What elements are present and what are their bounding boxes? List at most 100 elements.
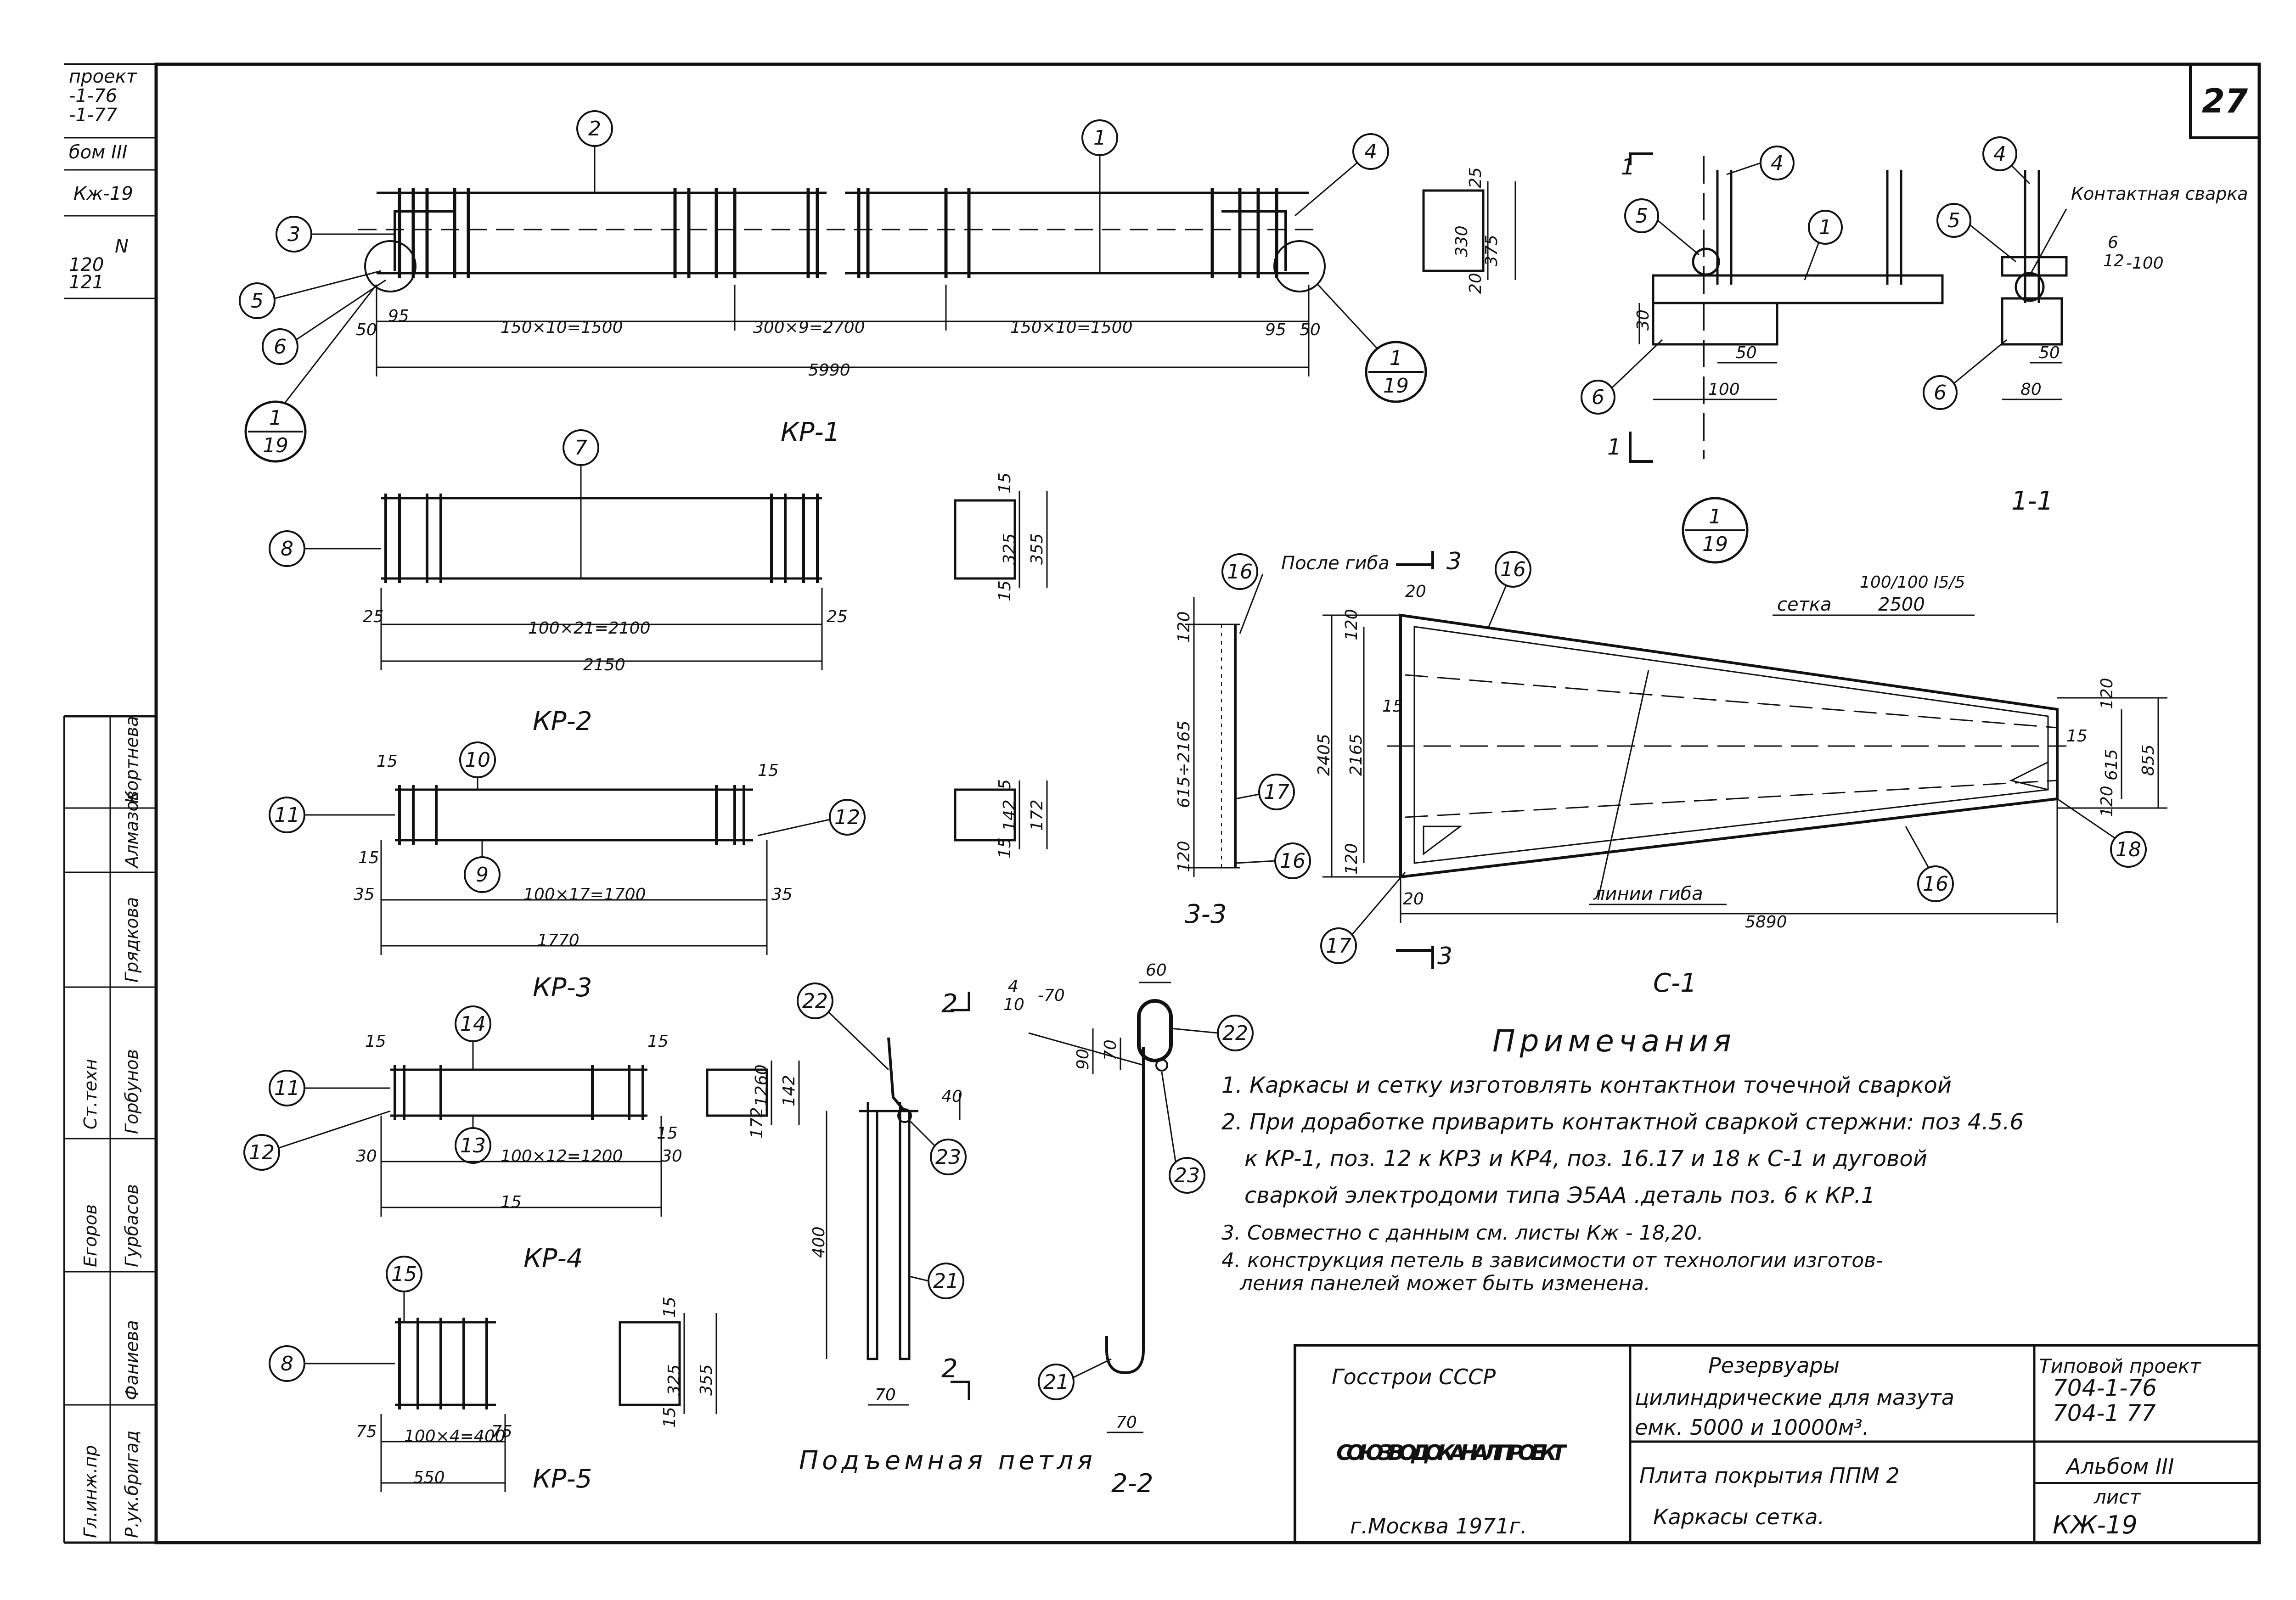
sig-name-3: Горбунов (122, 1049, 142, 1134)
kr1-dim-9: 375 (1482, 235, 1501, 266)
side-inv-1: N (115, 236, 129, 257)
side-sheet: Кж-19 (73, 183, 133, 204)
sig-role-3: Ст.техн (80, 1059, 101, 1129)
c1-dim-5: 120 (1342, 843, 1361, 875)
sig-name-2: Алмазов (122, 791, 142, 869)
loop-2-2-title: 2-2 (1111, 1469, 1153, 1499)
kr4-dim-0: 15 (365, 1032, 386, 1051)
c1-pos-6: 17 (1326, 934, 1351, 958)
kr5-dim-2: 75 (491, 1422, 512, 1441)
side-inv-3: 121 (69, 272, 104, 293)
notes-item-6: ления панелей может быть изменена. (1239, 1272, 1650, 1295)
kr3-dim-0: 15 (377, 752, 398, 771)
s11-dim-6: 12 (2103, 252, 2124, 270)
loop-2-2-positions: 22 23 21 (1038, 1015, 1254, 1400)
kr2-title: КР-2 (533, 707, 592, 736)
c1-pos-5: 16 (1923, 872, 1948, 896)
notes-item-0: 1. Каркасы и сетку изготовлять контактно… (1221, 1072, 1952, 1098)
kr5-title: КР-5 (533, 1464, 592, 1494)
kr2-dim-1: 100×21=2100 (528, 619, 650, 638)
kr1-dim-3: 300×9=2700 (753, 318, 865, 337)
c1-dim-6: 20 (1403, 890, 1424, 909)
kr5-positions: 15 8 (269, 1256, 422, 1382)
tb-drawing-line-1: Каркасы сетка. (1653, 1505, 1824, 1529)
c1-dims: 20 120 2405 2165 15 120 20 5890 120 15 6… (1175, 582, 2158, 932)
c1-dim-14: 615÷2165 (1175, 721, 1193, 808)
s11-pos-4: 4 (1993, 142, 2006, 166)
loop-dim-5: 90 (1074, 1049, 1092, 1070)
kr2-dim-2: 25 (827, 607, 848, 626)
kr3-drawing (380, 780, 1048, 955)
loop-spec-num: 4 (1008, 977, 1019, 996)
loop-cut-mark-bottom: 2 (941, 1354, 958, 1384)
kr3-dim-5: 35 (771, 885, 793, 904)
c1-drawing (1185, 551, 2167, 969)
c1-dim-0: 20 (1405, 582, 1426, 601)
kr3-pos-2: 12 (834, 806, 860, 829)
kr5-dims: 75 100×4=400 75 550 15 325 355 15 (356, 1297, 716, 1487)
loop-dim-2: 70 (875, 1386, 896, 1404)
kr1-pos-0: 2 (588, 117, 601, 140)
s11-dim-7: -100 (2126, 254, 2164, 273)
kr3-pos-3: 9 (476, 863, 489, 887)
notes-title: Примечания (1492, 1023, 1736, 1059)
kr4-dim-7: 1260 (752, 1064, 771, 1106)
c1-dim-15: 120 (1175, 841, 1193, 872)
tb-type-label: Типовой проект (2039, 1355, 2201, 1377)
c1-cut-mark-top: 3 (1446, 548, 1462, 575)
notes-item-4: 3. Совместно с данным см. листы Кж - 18,… (1221, 1221, 1704, 1245)
kr3-dim-7: 5 (996, 779, 1014, 790)
tb-city: г.Москва 1971г. (1350, 1514, 1527, 1538)
kr3-pos-0: 10 (465, 748, 490, 772)
loop22-pos-2: 21 (1043, 1370, 1069, 1394)
title-block: Госстрои СССР СОЮЗВОДОКАНАЛПРОЕКТ г.Моск… (1294, 1344, 2261, 1544)
kr1-dim-10: 25 (1466, 167, 1485, 188)
c1-dim-9: 15 (2066, 727, 2088, 746)
kr1-pos-4: 5 (251, 289, 264, 313)
kr1-dim-8: 330 (1452, 225, 1471, 257)
kr4-dim-9: 172 (748, 1107, 766, 1139)
c1-pos-0: 16 (1227, 560, 1253, 584)
section-1-1-drawing (1629, 152, 2068, 463)
kr1-pos-2: 3 (287, 223, 300, 246)
kr2-pos-0: 7 (574, 436, 587, 460)
kr1-positions: 2 1 3 4 5 6 (239, 110, 1389, 365)
kr2-dim-3: 2150 (583, 656, 625, 674)
c1-pos-3: 16 (1280, 849, 1306, 873)
s11-callout-den: 19 (1702, 533, 1728, 556)
notes-item-3: сваркой электродоми типа Э5АА .деталь по… (1244, 1183, 1875, 1208)
loop-pos-2: 21 (933, 1269, 959, 1293)
kr4-dim-2: 15 (657, 1124, 678, 1143)
c1-positions: 16 16 17 16 18 16 17 (1221, 551, 2147, 964)
sig-name-4: Грядкова (122, 897, 142, 982)
s11-pos-1: 5 (1635, 204, 1648, 228)
kr5-dim-5: 325 (665, 1364, 684, 1396)
kr3-dim-3: 35 (354, 885, 375, 904)
kr4-dim-5: 30 (661, 1147, 682, 1166)
tb-project-line-2: емк. 5000 и 10000м³. (1635, 1415, 1869, 1440)
kr1-section (1422, 181, 1516, 280)
c1-dim-10: 615 (2102, 749, 2121, 780)
kr4-dim-3: 30 (356, 1147, 377, 1166)
signature-column: Кортнева Алмазов Ст.техн Горбунов Грядко… (80, 716, 142, 1538)
loop22-pos-0: 22 (1222, 1022, 1248, 1045)
side-project-line-1: проект (69, 66, 138, 87)
loop-dim-6: 70 (1116, 1413, 1137, 1432)
s11-dim-3: 50 (2039, 343, 2060, 362)
sig-role-7: Гл.инж.пр (80, 1445, 101, 1538)
c1-dim-7: 5890 (1745, 913, 1787, 932)
c1-mesh-spec: 100/100 I5/5 (1860, 573, 1965, 592)
tb-drawing-line-0: Плита покрытия ППМ 2 (1639, 1463, 1900, 1488)
side-project-line-3: -1-77 (69, 105, 118, 126)
c1-after-bend: После гиба (1281, 553, 1390, 574)
kr5-drawing (380, 1313, 717, 1492)
c1-mesh-label: сетка (1777, 594, 1832, 615)
sheet-number: 27 (2202, 82, 2248, 120)
loop-spec-len: -70 (1038, 986, 1065, 1005)
kr2-dim-0: 25 (363, 607, 384, 626)
s11-pos-6: 6 (1934, 381, 1947, 404)
kr3-pos-1: 11 (274, 803, 300, 827)
s11-dim-5: 6 (2108, 233, 2118, 252)
kr5-pos-1: 8 (281, 1352, 293, 1375)
loop22-pos-1: 23 (1174, 1164, 1200, 1187)
